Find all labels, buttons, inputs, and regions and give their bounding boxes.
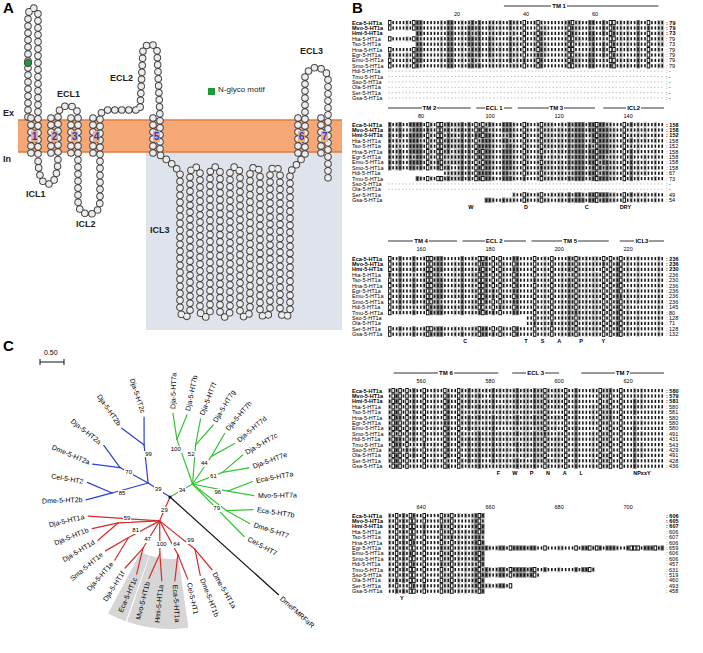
figure: N-glyco motifABCExInECL1ICL1ICL2ECL2ICL3… <box>0 0 703 653</box>
